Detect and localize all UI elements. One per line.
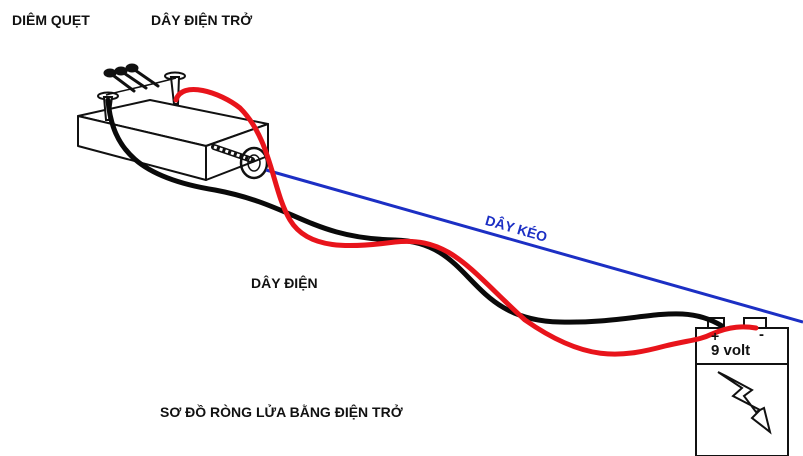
battery-voltage-label: 9 volt (711, 342, 751, 359)
resistance-wire-label: DÂY ĐIỆN TRỞ (151, 12, 253, 28)
battery-minus-label: - (759, 326, 764, 343)
battery-plus-label: + (711, 328, 720, 344)
lightning-icon (717, 371, 772, 435)
pull-wire-line (265, 168, 803, 324)
battery-icon (695, 317, 789, 456)
red-wire (173, 87, 759, 357)
electric-wire-label: DÂY ĐIỆN (251, 275, 318, 291)
resistance-wire (105, 77, 177, 96)
matches-icon (103, 63, 160, 93)
screw-eye (211, 144, 269, 180)
diagram-caption: SƠ ĐỒ RÒNG LỬA BẰNG ĐIỆN TRỞ (160, 404, 403, 420)
matches-label: DIÊM QUẸT (12, 12, 90, 28)
